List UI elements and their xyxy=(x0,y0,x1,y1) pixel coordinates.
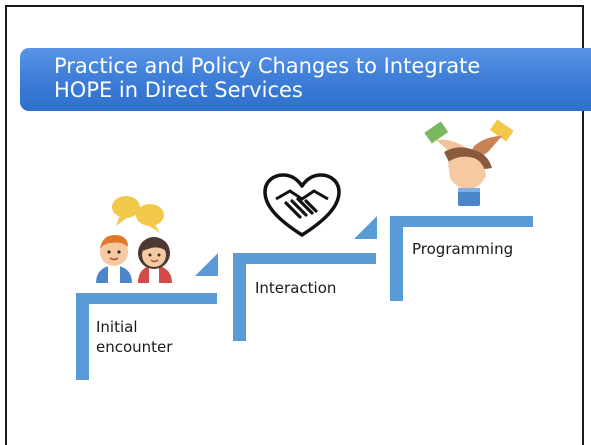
step-2-bar xyxy=(233,253,376,264)
step-3-bar xyxy=(390,216,533,227)
slide-frame xyxy=(5,5,584,445)
step-2-arrow-corner xyxy=(354,216,377,239)
stacked-hands-icon xyxy=(424,119,514,206)
step-3-riser xyxy=(390,216,403,301)
title-banner: Practice and Policy Changes to Integrate… xyxy=(20,48,591,111)
step-2-label: Interaction xyxy=(255,279,337,297)
handshake-heart-icon xyxy=(263,173,341,237)
step-1-bar xyxy=(76,293,217,304)
step-1-label: Initial encounter xyxy=(96,318,173,356)
step-2-riser xyxy=(233,253,246,341)
slide-title: Practice and Policy Changes to Integrate… xyxy=(54,54,481,102)
step-1-riser xyxy=(76,293,89,380)
step-1-arrow-corner xyxy=(195,253,218,276)
people-talking-icon xyxy=(96,196,172,283)
step-3-label: Programming xyxy=(412,240,514,258)
